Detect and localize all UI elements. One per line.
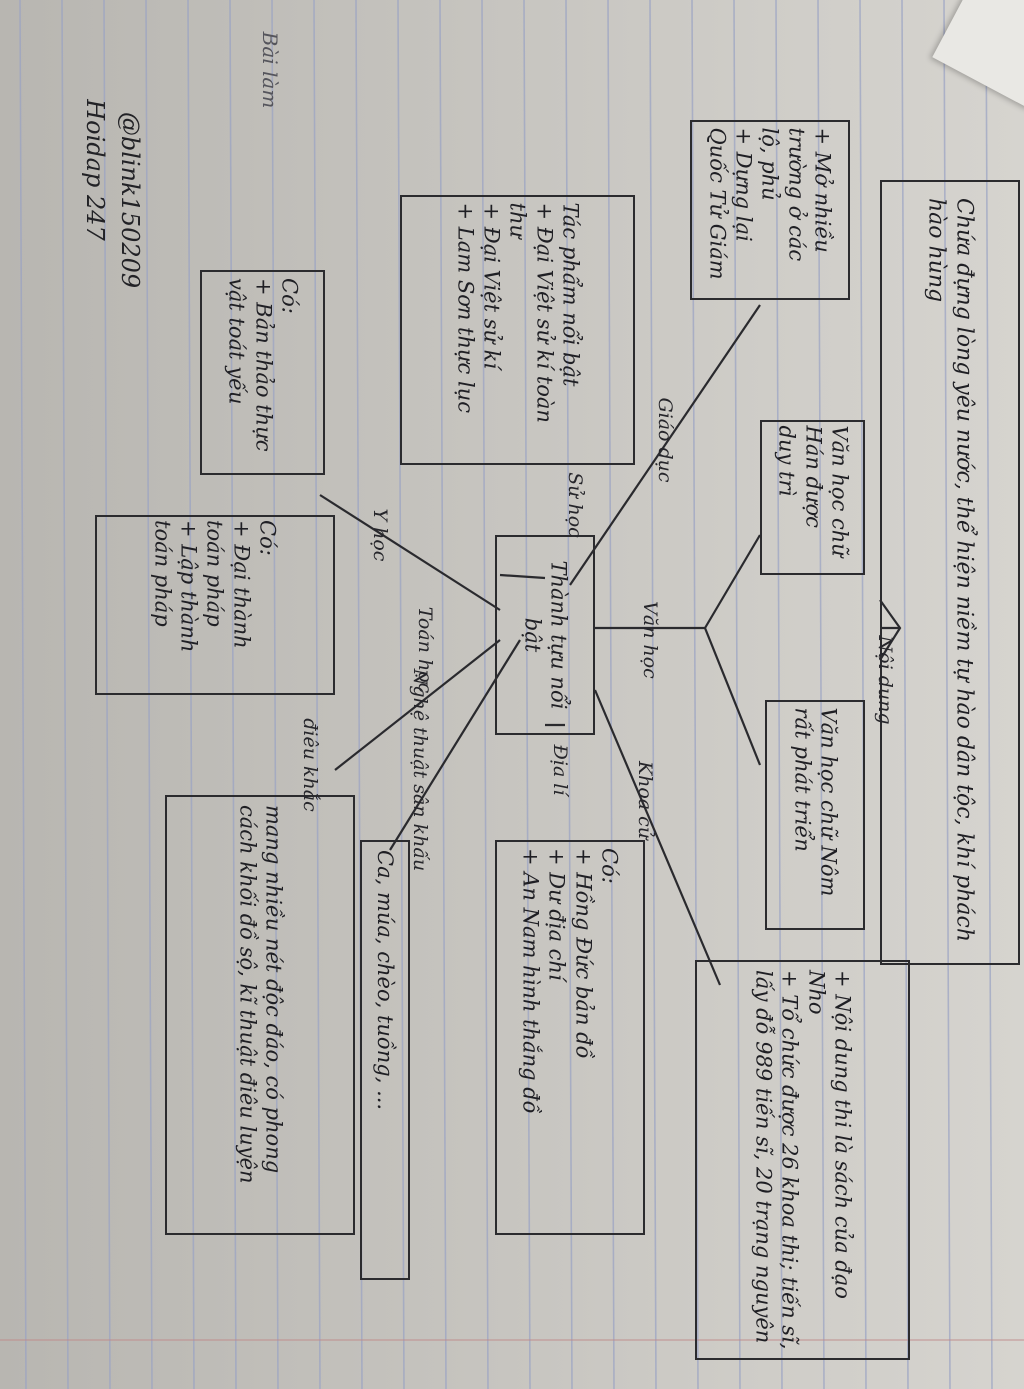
van-hoc-chu-nom-box: Văn học chữ Nôm rất phát triển bbox=[765, 700, 865, 930]
label-nghe-thuat: Nghệ thuật sân khấu bbox=[409, 668, 431, 872]
signature-line-1: @blink150209 bbox=[116, 111, 144, 289]
van-hoc-chu-nom-text: Văn học chữ Nôm rất phát triển bbox=[790, 707, 841, 897]
dieu-khac-box: mang nhiều nét độc đáo, có phong cách kh… bbox=[165, 795, 355, 1235]
link-su-hoc bbox=[499, 573, 546, 580]
top-note-box: Chứa đựng lòng yêu nước, thể hiện niềm t… bbox=[880, 180, 1020, 965]
giao-duc-text: + Mở nhiều trường ở các lộ, phủ + Dựng l… bbox=[705, 127, 835, 280]
link-giao-duc bbox=[569, 304, 761, 586]
ruled-line bbox=[565, 0, 573, 1389]
ruled-line bbox=[439, 0, 447, 1389]
ruled-line bbox=[817, 0, 825, 1389]
ruled-line bbox=[397, 0, 405, 1389]
ruled-line bbox=[901, 0, 909, 1389]
dia-li-box: Có: + Hồng Đức bản đồ + Dư địa chí + An … bbox=[495, 840, 645, 1235]
ruled-line bbox=[985, 0, 993, 1389]
ruled-line bbox=[523, 0, 531, 1389]
toan-hoc-text: Có: + Đại thành toán pháp + Lập thành to… bbox=[150, 520, 280, 653]
nghe-thuat-box: Ca, múa, chèo, tuồng, ... bbox=[360, 840, 410, 1280]
khoa-cu-text: + Nội dung thi là sách của đạo Nho + Tổ … bbox=[751, 970, 854, 1350]
ruled-line bbox=[19, 0, 27, 1389]
y-hoc-box: Có: + Bản thảo thực vật toát yếu bbox=[200, 270, 325, 475]
ruled-line bbox=[691, 0, 699, 1389]
link-nghe-thuat bbox=[389, 639, 521, 851]
ruled-line bbox=[61, 0, 69, 1389]
label-khoa-cu: Khoa cử bbox=[634, 760, 656, 840]
link-van-hoc-nom bbox=[703, 627, 762, 766]
giao-duc-box: + Mở nhiều trường ở các lộ, phủ + Dựng l… bbox=[690, 120, 850, 300]
label-dia-li: Địa lí bbox=[549, 744, 571, 796]
khoa-cu-box: + Nội dung thi là sách của đạo Nho + Tổ … bbox=[695, 960, 910, 1360]
link-y-hoc bbox=[319, 494, 501, 611]
label-su-hoc: Sử học bbox=[564, 472, 586, 538]
link-van-hoc-han bbox=[704, 534, 761, 629]
noi-dung-label: Nội dung bbox=[874, 635, 896, 725]
center-node: Thành tựu nổi bật bbox=[495, 535, 595, 735]
label-dieu-khac: điêu khắc bbox=[299, 718, 321, 812]
label-y-hoc: Y học bbox=[369, 508, 391, 562]
ruled-line bbox=[775, 0, 783, 1389]
y-hoc-text: Có: + Bản thảo thực vật toát yếu bbox=[224, 277, 301, 451]
ruled-line bbox=[859, 0, 867, 1389]
su-hoc-box: Tác phẩm nổi bật + Đại Việt sử kí toàn t… bbox=[400, 195, 635, 465]
center-node-text: Thành tựu nổi bật bbox=[520, 560, 571, 710]
ruled-line bbox=[733, 0, 741, 1389]
top-note-text: Chứa đựng lòng yêu nước, thể hiện niềm t… bbox=[924, 197, 977, 942]
nghe-thuat-text: Ca, múa, chèo, tuồng, ... bbox=[373, 850, 398, 1111]
dieu-khac-text: mang nhiều nét độc đáo, có phong cách kh… bbox=[235, 805, 286, 1184]
signature-line-2: Hoidap 247 bbox=[81, 99, 109, 241]
toan-hoc-box: Có: + Đại thành toán pháp + Lập thành to… bbox=[95, 515, 335, 695]
dia-li-text: Có: + Hồng Đức bản đồ + Dư địa chí + An … bbox=[518, 847, 622, 1114]
label-van-hoc: Văn học bbox=[639, 601, 661, 679]
su-hoc-text: Tác phẩm nổi bật + Đại Việt sử kí toàn t… bbox=[453, 202, 583, 423]
ruled-line bbox=[649, 0, 657, 1389]
label-giao-duc: Giáo dục bbox=[654, 397, 676, 483]
ruled-line bbox=[607, 0, 615, 1389]
link-khoa-cu bbox=[593, 689, 722, 986]
link-toan-hoc bbox=[334, 639, 501, 771]
ruled-line bbox=[943, 0, 951, 1389]
van-hoc-chu-han-text: Văn học chữ Hán được duy trì bbox=[774, 425, 851, 557]
van-hoc-chu-han-box: Văn học chữ Hán được duy trì bbox=[760, 420, 865, 575]
